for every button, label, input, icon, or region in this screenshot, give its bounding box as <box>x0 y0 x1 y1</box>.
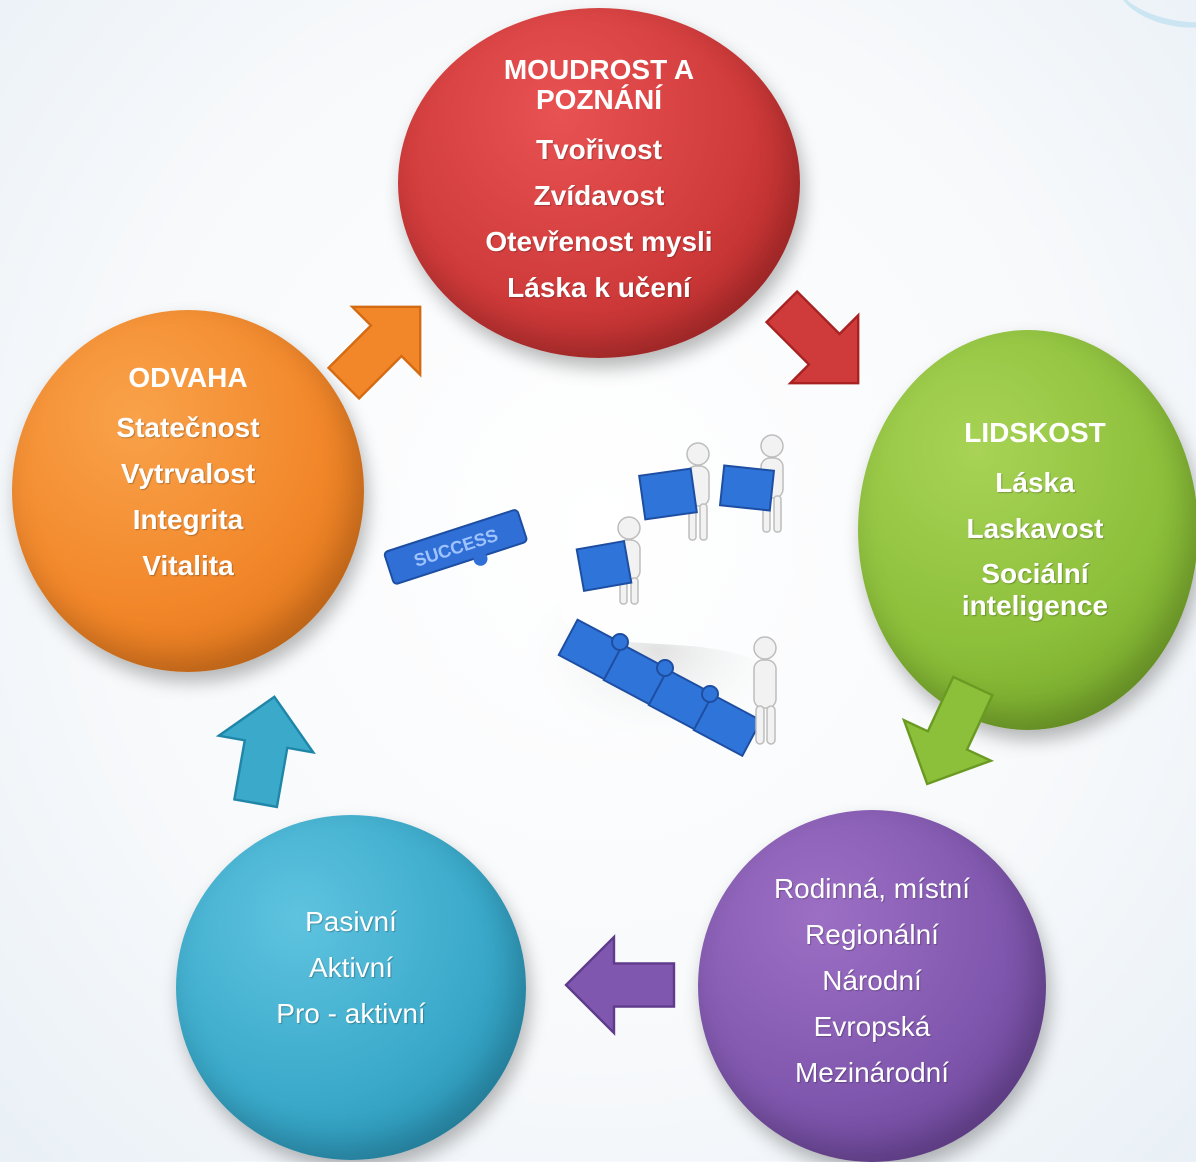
puzzle-piece <box>718 464 776 512</box>
arrow-blue-to-orange-icon <box>215 695 316 809</box>
courage-title: ODVAHA <box>128 362 248 393</box>
activity-item: Pasivní <box>305 905 397 937</box>
activity-item: Pro - aktivní <box>276 997 426 1029</box>
puzzle-path <box>557 618 763 758</box>
arrow-green-to-purple-icon <box>901 675 995 786</box>
humanity-item: Sociální inteligence <box>961 558 1109 621</box>
scope-circle: Rodinná, místní Regionální Národní Evrop… <box>698 810 1046 1162</box>
scope-item: Rodinná, místní <box>773 873 971 904</box>
scope-item: Regionální <box>805 919 939 950</box>
courage-item: Statečnost <box>116 412 260 443</box>
wisdom-item: Otevřenost mysli <box>485 226 713 257</box>
decorative-swoosh <box>1110 0 1196 38</box>
courage-item: Vytrvalost <box>120 458 256 489</box>
puzzle-piece <box>638 467 698 521</box>
wisdom-circle: MOUDROST A POZNÁNÍ Tvořivost Zvídavost O… <box>398 8 800 358</box>
scope-item: Evropská <box>813 1011 931 1042</box>
scope-item: Národní <box>822 965 922 996</box>
wisdom-item: Tvořivost <box>535 134 663 165</box>
humanity-item: Laskavost <box>966 513 1104 544</box>
humanity-title: LIDSKOST <box>964 417 1106 448</box>
activity-circle: Pasivní Aktivní Pro - aktivní <box>176 815 526 1160</box>
arrow-purple-to-blue-icon <box>564 934 676 1036</box>
scope-item: Mezinárodní <box>794 1057 950 1088</box>
wisdom-item: Zvídavost <box>533 180 665 211</box>
activity-item: Aktivní <box>308 951 394 983</box>
courage-circle: ODVAHA Statečnost Vytrvalost Integrita V… <box>12 310 364 672</box>
humanity-circle: LIDSKOST Láska Laskavost Sociální inteli… <box>858 330 1196 730</box>
wisdom-item: Láska k učení <box>507 272 691 303</box>
humanity-item: Láska <box>995 467 1075 498</box>
arrow-red-to-green-icon <box>764 289 860 385</box>
courage-item: Vitalita <box>142 550 234 581</box>
courage-item: Integrita <box>132 504 244 535</box>
teamwork-puzzle-illustration: SUCCESS <box>383 434 830 795</box>
arrow-orange-to-red-icon <box>326 305 422 401</box>
figure-standing <box>753 636 777 745</box>
puzzle-piece <box>575 539 633 593</box>
wisdom-title: MOUDROST A POZNÁNÍ <box>503 54 695 115</box>
